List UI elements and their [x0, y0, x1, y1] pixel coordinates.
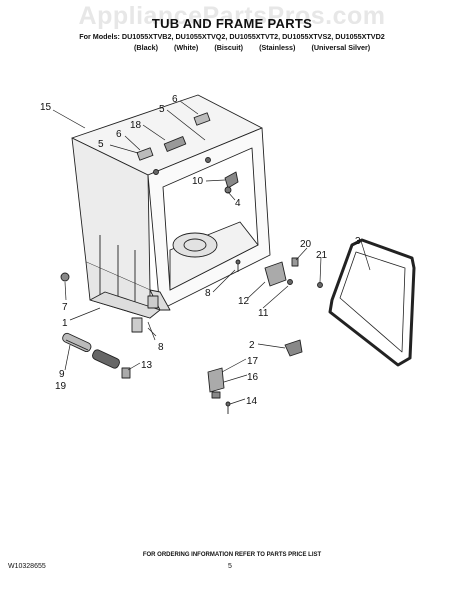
- callout-13: 13: [141, 360, 153, 371]
- callout-6-top: 6: [172, 94, 178, 105]
- callout-10: 10: [192, 176, 204, 187]
- callout-20: 20: [300, 239, 312, 250]
- sump: [172, 232, 218, 258]
- callout-14: 14: [246, 396, 258, 407]
- callout-5-top: 5: [159, 104, 165, 115]
- callout-11: 11: [258, 308, 269, 319]
- callout-19: 19: [55, 381, 67, 392]
- mount-bracket: [264, 261, 287, 287]
- callout-5-left: 5: [98, 139, 104, 150]
- pulley-cover: [92, 349, 120, 369]
- hinge-clip: [224, 171, 239, 189]
- callout-3: 3: [355, 236, 361, 247]
- variant-universal-silver: (Universal Silver): [311, 43, 371, 52]
- color-variants: (Black) (White) (Biscuit) (Stainless) (U…: [134, 43, 434, 52]
- hinge-spring: [62, 332, 92, 353]
- callout-1: 1: [62, 318, 68, 329]
- callout-17: 17: [247, 356, 259, 367]
- bracket-side: [136, 147, 154, 161]
- variant-biscuit: (Biscuit): [214, 43, 244, 52]
- callout-12: 12: [238, 296, 250, 307]
- callout-8-left: 8: [158, 342, 164, 353]
- callout-15: 15: [40, 102, 52, 113]
- callout-9: 9: [59, 369, 65, 380]
- callout-2: 2: [249, 340, 255, 351]
- callout-16: 16: [247, 372, 259, 383]
- callout-7: 7: [62, 302, 68, 313]
- tub-base: [89, 291, 161, 319]
- variant-white: (White): [173, 43, 199, 52]
- callout-4: 4: [235, 198, 241, 209]
- watermark: AppliancePartsPros.com: [78, 2, 386, 30]
- vent: [163, 136, 187, 152]
- model-list: For Models: DU1055XTVB2, DU1055XTVQ2, DU…: [79, 32, 385, 41]
- callout-18: 18: [130, 120, 142, 131]
- bracket-top: [193, 112, 211, 126]
- variant-stainless: (Stainless): [259, 43, 296, 52]
- callout-8-right: 8: [205, 288, 211, 299]
- page-title: TUB AND FRAME PARTS: [151, 16, 313, 31]
- page-number: 5: [228, 563, 232, 570]
- variant-black: (Black): [134, 43, 158, 52]
- ordering-note: FOR ORDERING INFORMATION REFER TO PARTS …: [142, 552, 322, 558]
- latch-bracket: [284, 339, 303, 357]
- document-number: W10328655: [8, 563, 46, 570]
- callout-21: 21: [316, 250, 328, 261]
- callout-6-left: 6: [116, 129, 122, 140]
- door-gasket: [328, 238, 416, 367]
